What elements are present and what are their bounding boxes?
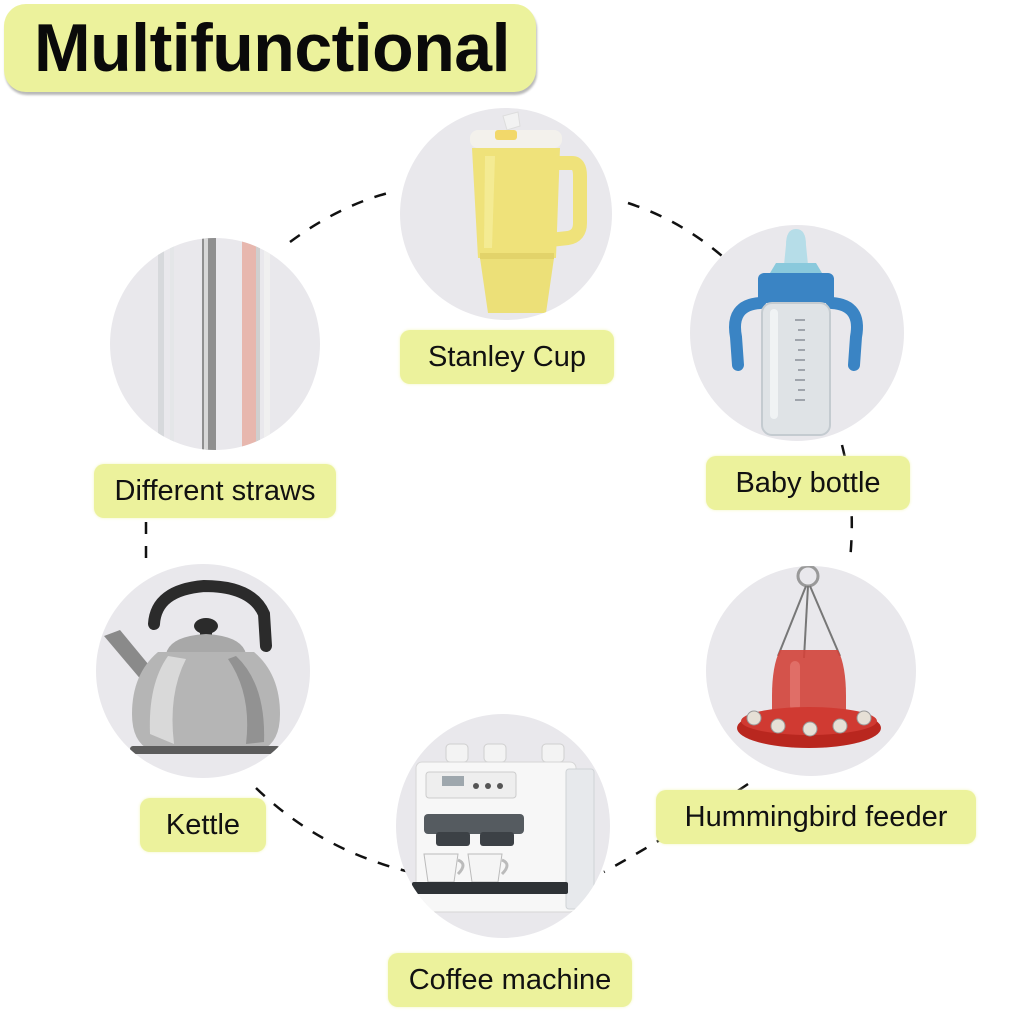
baby-bottle-circle <box>690 225 904 441</box>
page-title: Multifunctional <box>34 10 510 86</box>
connector-cup-bottle <box>627 201 723 257</box>
baby-bottle-icon <box>729 229 863 436</box>
coffee-machine-circle <box>396 714 610 938</box>
stanley-cup-icon <box>470 111 587 313</box>
connector-straws-cup <box>289 190 393 244</box>
coffee-machine-icon <box>412 743 595 913</box>
stanley-cup-circle <box>400 108 612 320</box>
hummingbird-feeder-icon <box>737 566 881 748</box>
straws-circle <box>110 238 320 450</box>
connector-kettle-coffee <box>255 787 411 874</box>
label-baby-bottle: Baby bottle <box>706 456 910 510</box>
kettle-icon <box>104 579 280 754</box>
label-different-straws: Different straws <box>94 464 336 518</box>
hummingbird-feeder-circle <box>706 566 916 776</box>
kettle-circle <box>96 564 310 778</box>
title-banner: Multifunctional <box>4 4 536 92</box>
label-stanley-cup: Stanley Cup <box>400 330 614 384</box>
straws-icon <box>158 238 270 450</box>
label-coffee-machine: Coffee machine <box>388 953 632 1007</box>
label-hummingbird-feeder: Hummingbird feeder <box>656 790 976 844</box>
label-kettle: Kettle <box>140 798 266 852</box>
